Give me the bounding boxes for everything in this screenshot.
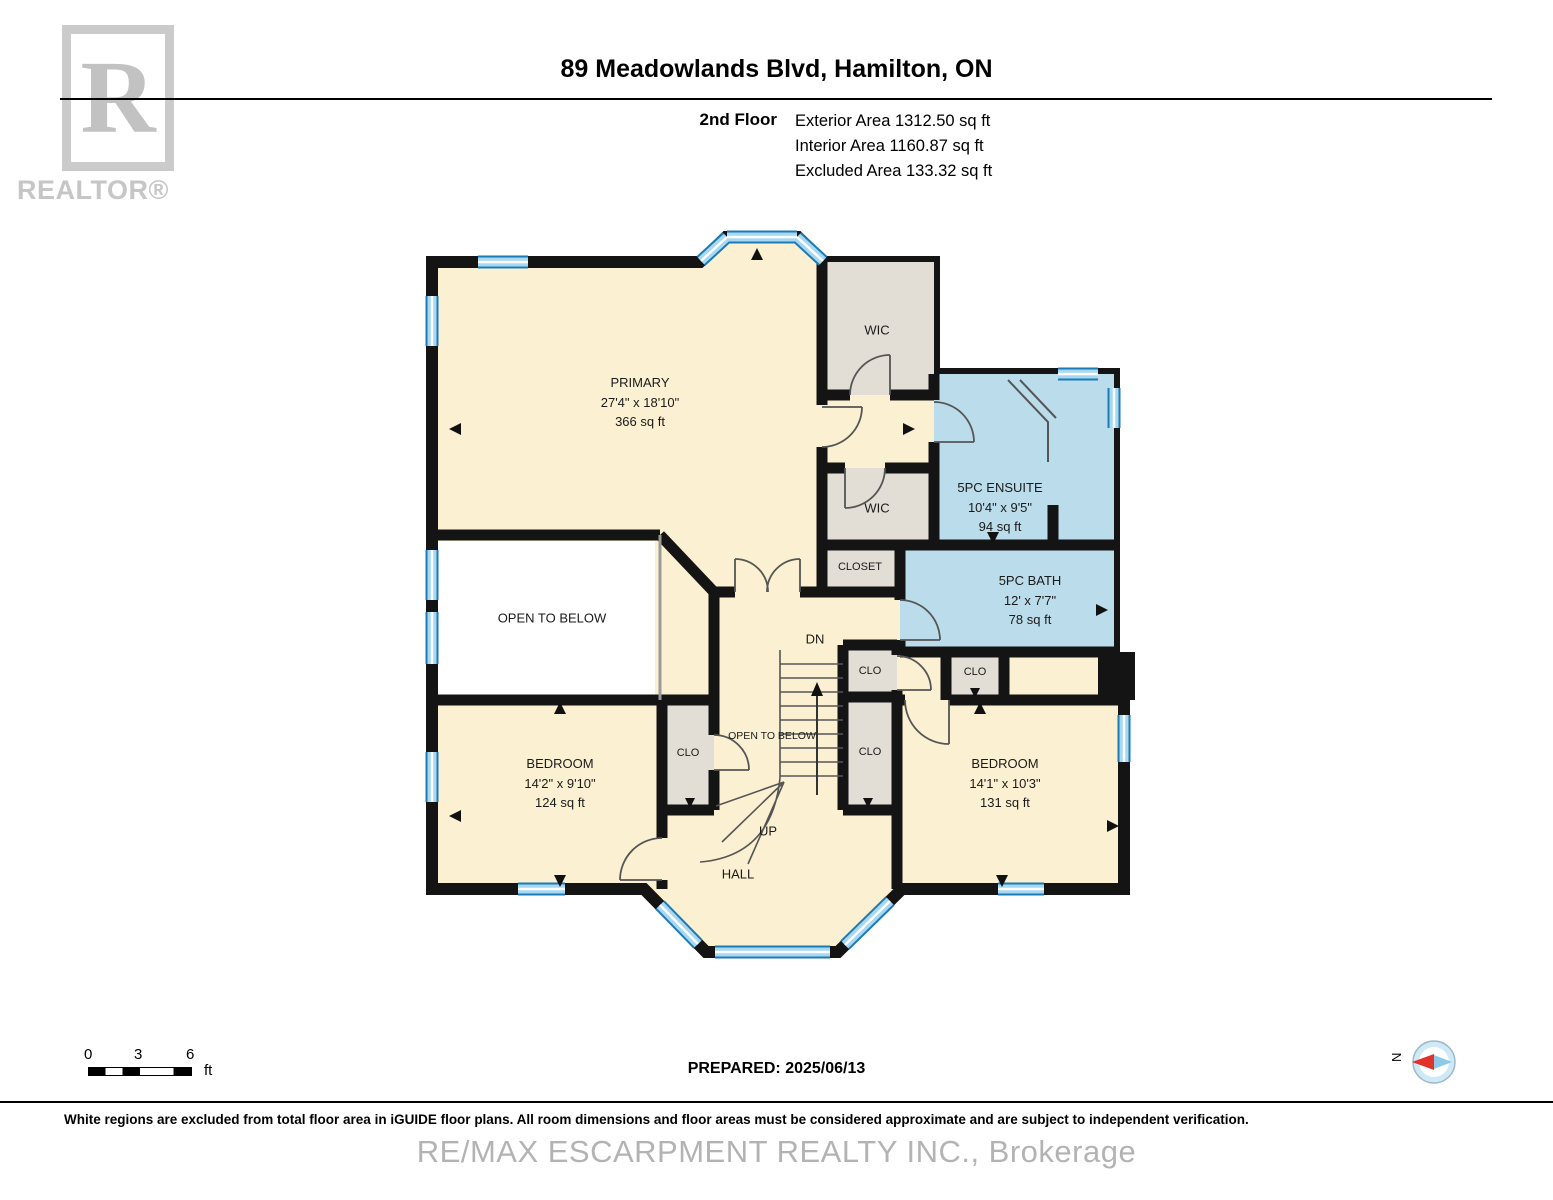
- wic-top-fill: [822, 262, 934, 395]
- realtor-logo-letter: R: [80, 40, 156, 155]
- room-label-bedroom-right: BEDROOM 14'1" x 10'3" 131 sq ft: [969, 755, 1041, 810]
- scale-mark-3: 3: [134, 1046, 143, 1063]
- room-label-hall: HALL: [721, 866, 755, 882]
- bath-fill: [900, 545, 1114, 652]
- compass-needle-north: [1412, 1054, 1434, 1070]
- clo-upper-fill: [843, 645, 897, 697]
- scale-mark-6: 6: [186, 1046, 195, 1063]
- clo-lower-fill: [843, 697, 897, 810]
- open-to-below-void: [438, 541, 655, 695]
- floor-label: 2nd Floor: [699, 110, 777, 129]
- interior-area: Interior Area 1160.87 sq ft: [795, 137, 984, 155]
- doors: [619, 354, 975, 881]
- area-summary: Exterior Area 1312.50 sq ft Interior Are…: [795, 109, 992, 184]
- stair-direction-arrow: [811, 682, 823, 696]
- scale-mark-0: 0: [84, 1046, 93, 1063]
- compass: N: [1389, 1040, 1456, 1084]
- realtor-logo-label: REALTOR®: [17, 175, 169, 205]
- disclaimer-text: White regions are excluded from total fl…: [64, 1112, 1249, 1127]
- exterior-area: Exterior Area 1312.50 sq ft: [795, 112, 991, 130]
- room-label-open-to-below: OPEN TO BELOW: [497, 610, 607, 626]
- room-label-bedroom-left: BEDROOM 14'2" x 9'10" 124 sq ft: [524, 755, 596, 810]
- room-label-primary: PRIMARY 27'4" x 18'10" 366 sq ft: [600, 374, 680, 429]
- room-label-wic-top: WIC: [864, 322, 890, 338]
- staircase: [699, 650, 843, 865]
- windows: [425, 230, 1131, 959]
- room-label-closet: CLOSET: [837, 560, 883, 573]
- wall-block: [1098, 652, 1135, 700]
- brokerage-watermark: RE/MAX ESCARPMENT REALTY INC., Brokerage: [416, 1134, 1137, 1169]
- excluded-area: Excluded Area 133.32 sq ft: [795, 162, 993, 180]
- scale-bar: [88, 1067, 192, 1076]
- room-label-clo-right: CLO: [963, 665, 987, 678]
- wic-mid-fill: [822, 468, 934, 545]
- ensuite-fill: [934, 374, 1114, 545]
- room-label-bath: 5PC BATH 12' x 7'7" 78 sq ft: [998, 572, 1062, 627]
- title-divider: [60, 98, 1492, 100]
- interior-walls: [432, 262, 1124, 889]
- room-fills: [662, 262, 1114, 810]
- stairs-open-to-below-label: OPEN TO BELOW: [728, 730, 816, 743]
- room-label-wic-mid: WIC: [864, 500, 890, 516]
- page-title: 89 Meadowlands Blvd, Hamilton, ON: [560, 55, 993, 83]
- footer-divider: [0, 1101, 1553, 1103]
- closet-fill: [822, 545, 900, 592]
- room-label-clo-lower: CLO: [858, 745, 882, 758]
- stairs-dn-label: DN: [805, 631, 825, 647]
- compass-needle-south: [1434, 1055, 1452, 1069]
- clo-left-fill: [662, 700, 714, 810]
- stairs-up-label: UP: [758, 823, 778, 839]
- prepared-date: PREPARED: 2025/06/13: [687, 1060, 866, 1077]
- shower-glass: [1007, 379, 1057, 462]
- compass-n-label: N: [1389, 1053, 1404, 1062]
- room-label-clo-upper: CLO: [858, 664, 882, 677]
- scale-unit: ft: [204, 1062, 213, 1079]
- room-label-ensuite: 5PC ENSUITE 10'4" x 9'5" 94 sq ft: [957, 479, 1043, 534]
- room-label-clo-left: CLO: [676, 746, 700, 759]
